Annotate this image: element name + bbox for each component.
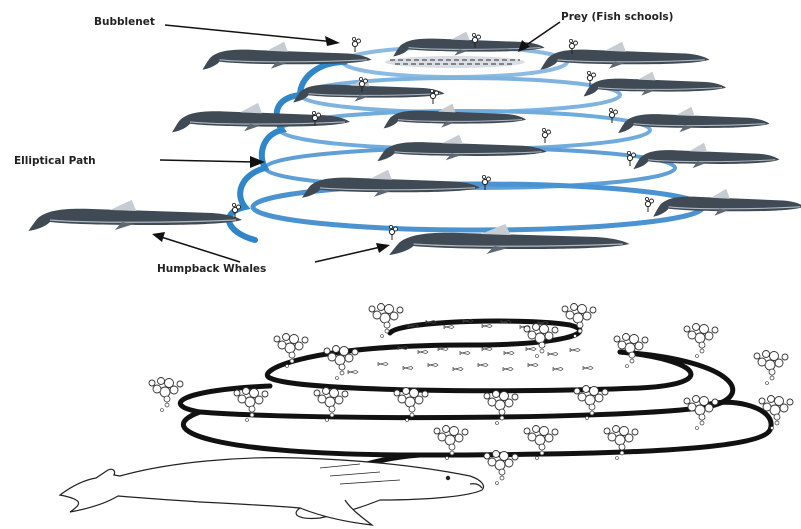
fish-icon <box>403 367 413 370</box>
spiral-bubble-net <box>229 47 703 240</box>
humpback-whales-label: Humpback Whales <box>157 263 266 275</box>
bubbles-icon <box>149 378 183 412</box>
bubble-icon <box>645 197 653 212</box>
fish-icon <box>583 367 593 370</box>
fish-icon <box>528 364 538 367</box>
whale-icon <box>60 458 484 519</box>
top-panel: Bubblenet Prey (Fish schools) Elliptical… <box>14 11 801 275</box>
spiral-path <box>180 321 771 475</box>
fish-icon <box>548 353 558 356</box>
humpback-whale-drawing <box>60 458 484 525</box>
bubbles-icon <box>754 351 788 385</box>
bubble-icon <box>352 37 360 52</box>
fish-icon <box>378 363 388 366</box>
whale-icon <box>633 143 779 169</box>
bubbles-icon <box>274 334 308 368</box>
fish-icon <box>526 348 536 351</box>
whale-icon <box>28 200 242 231</box>
fish-icon <box>428 364 438 367</box>
bubbles-icon <box>562 304 596 338</box>
whale-icon <box>653 189 801 217</box>
bubble-icon <box>542 128 550 143</box>
fish-icon <box>444 326 454 329</box>
bottom-panel <box>60 304 793 526</box>
bubblenet-label: Bubblenet <box>94 16 155 28</box>
fish-icon <box>438 348 448 351</box>
whale-icon <box>172 103 350 132</box>
fish-icon <box>418 351 428 354</box>
whale-icon <box>302 170 480 198</box>
whale-icon <box>377 135 546 161</box>
bubble-icon <box>627 151 635 166</box>
fish-icon <box>482 325 492 328</box>
whale-icon <box>384 104 526 129</box>
fish-icon <box>478 364 488 367</box>
whale-icon <box>618 107 769 133</box>
fish-icon <box>570 349 580 352</box>
fish-icon <box>460 352 470 355</box>
bubbles-icon <box>684 324 718 358</box>
fish-icon <box>503 368 513 371</box>
fish-icon <box>453 368 463 371</box>
whale-icon <box>584 72 726 97</box>
fish-icon <box>482 348 492 351</box>
fish-icon <box>504 352 514 355</box>
bubbles-icon <box>484 451 518 485</box>
prey-label: Prey (Fish schools) <box>561 11 673 23</box>
bubbles-icon <box>684 396 718 430</box>
fish-icon <box>553 368 563 371</box>
fish-school <box>385 56 525 68</box>
bubbles-icon <box>324 346 358 380</box>
elliptical-path-label: Elliptical Path <box>14 155 96 167</box>
bubbles-icon <box>369 304 403 338</box>
fish-icon <box>348 371 358 374</box>
